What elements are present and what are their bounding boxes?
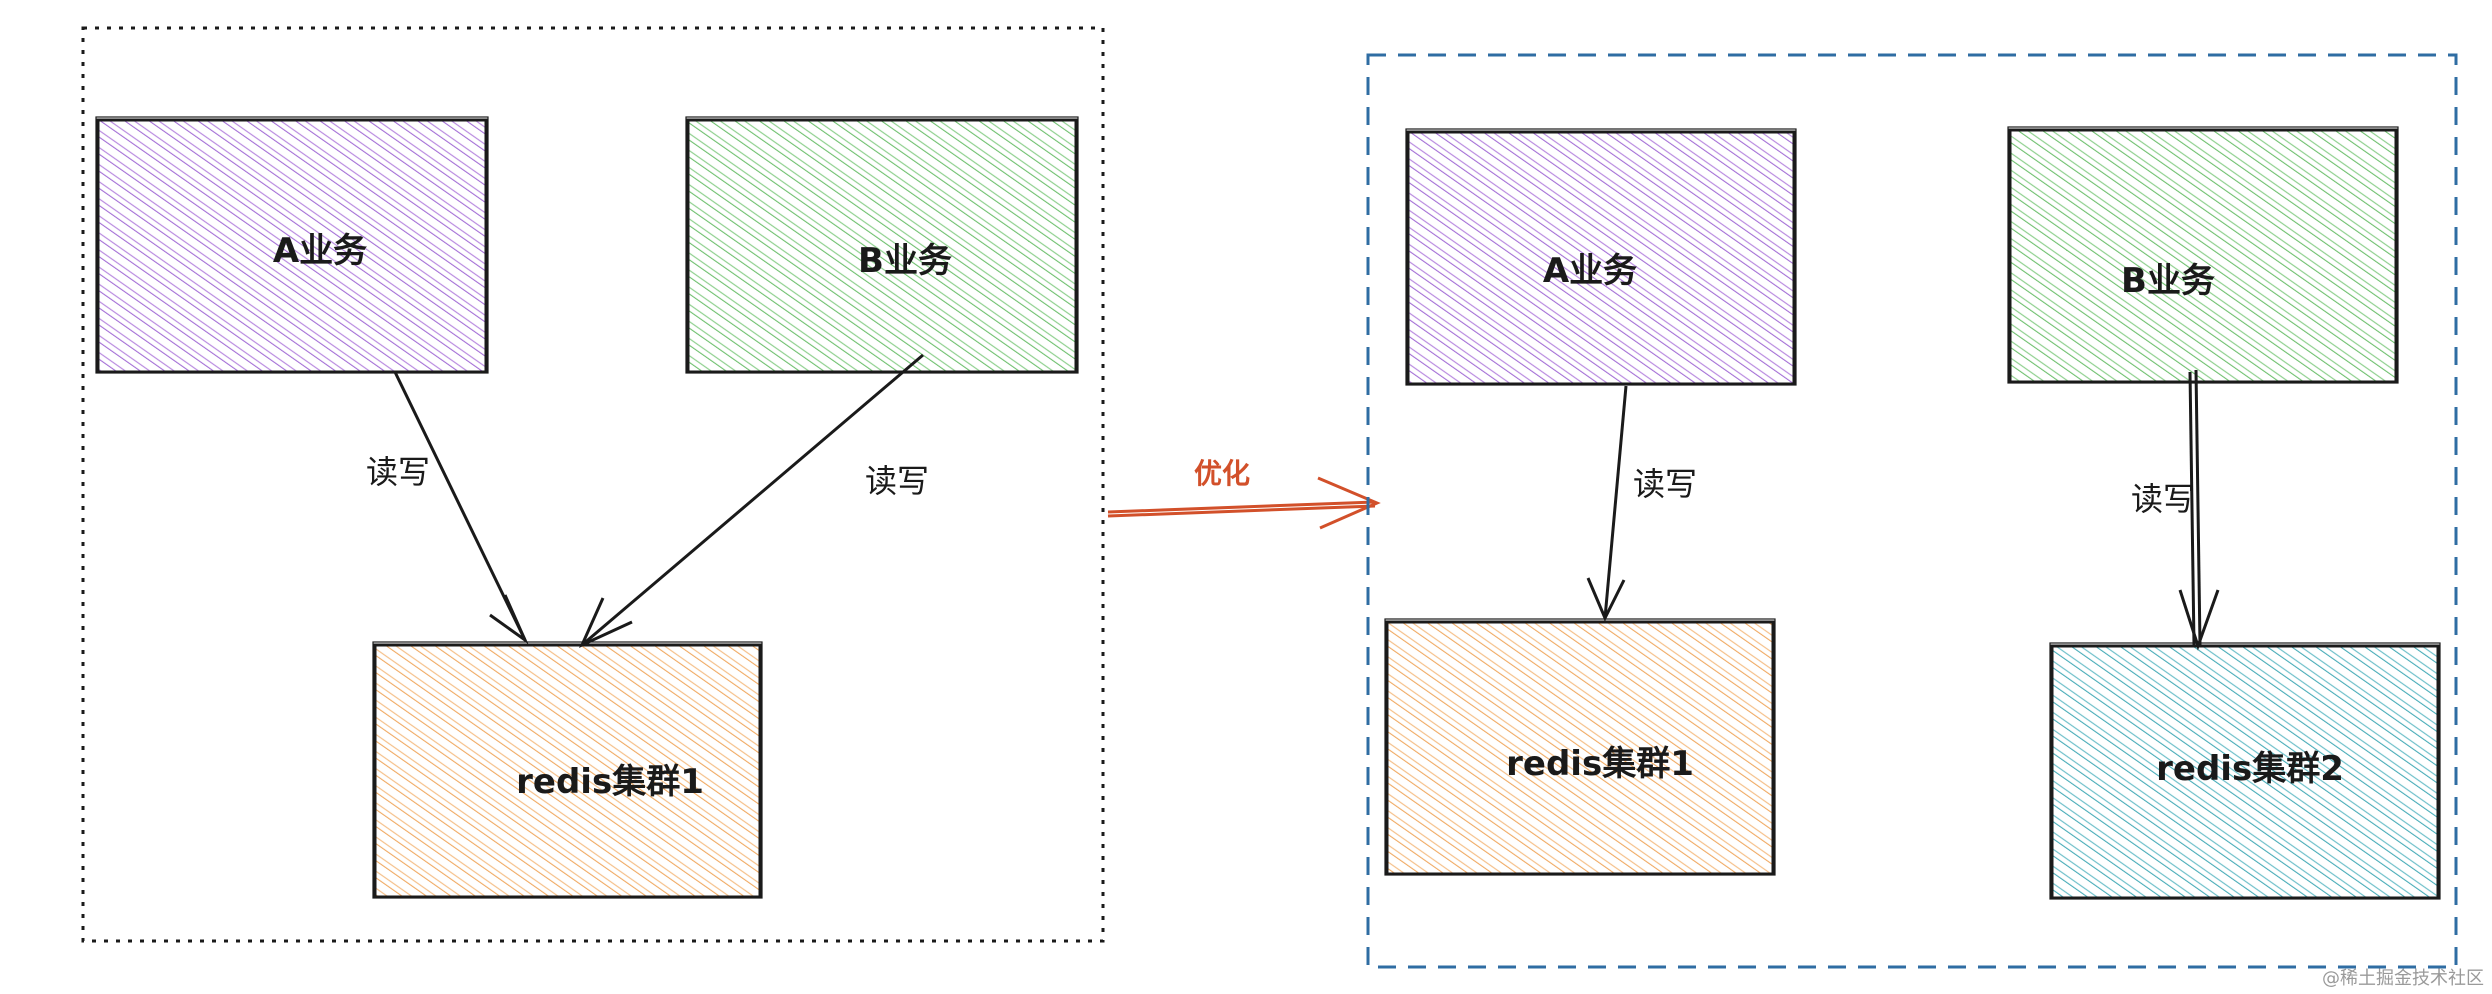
after-edge-a-arrow [1586, 385, 1628, 622]
before-edge-b-arrow [579, 353, 924, 649]
before-service-a-box: A业务 [95, 116, 489, 374]
after-edge-b-arrow [2178, 369, 2220, 651]
before-service-a-label: A业务 [273, 231, 367, 271]
after-group-frame [1366, 53, 2458, 969]
before-edge-a-arrow [393, 371, 529, 645]
after-redis-1-label: redis集群1 [1506, 744, 1694, 784]
before-service-b-box: B业务 [685, 116, 1079, 374]
after-edge-a-label: 读写 [1633, 465, 1697, 503]
watermark: @稀土掘金技术社区 [2322, 968, 2484, 989]
after-edge-b-label: 读写 [2131, 480, 2195, 518]
after-service-b-box: B业务 [2007, 126, 2399, 384]
after-redis-1-box: redis集群1 [1384, 618, 1776, 876]
after-redis-2-box: redis集群2 [2049, 642, 2441, 900]
before-edge-a-label: 读写 [366, 453, 430, 491]
after-service-b-label: B业务 [2121, 261, 2215, 301]
before-redis-label: redis集群1 [516, 762, 704, 802]
before-group-frame [81, 26, 1105, 943]
before-redis-box: redis集群1 [372, 641, 763, 899]
after-service-a-box: A业务 [1405, 128, 1797, 386]
optimize-label: 优化 [1194, 457, 1250, 490]
before-service-b-label: B业务 [858, 241, 952, 281]
optimize-arrow [1107, 476, 1381, 530]
after-service-a-label: A业务 [1543, 251, 1637, 291]
before-edge-b-label: 读写 [865, 462, 929, 500]
after-redis-2-label: redis集群2 [2156, 749, 2344, 789]
